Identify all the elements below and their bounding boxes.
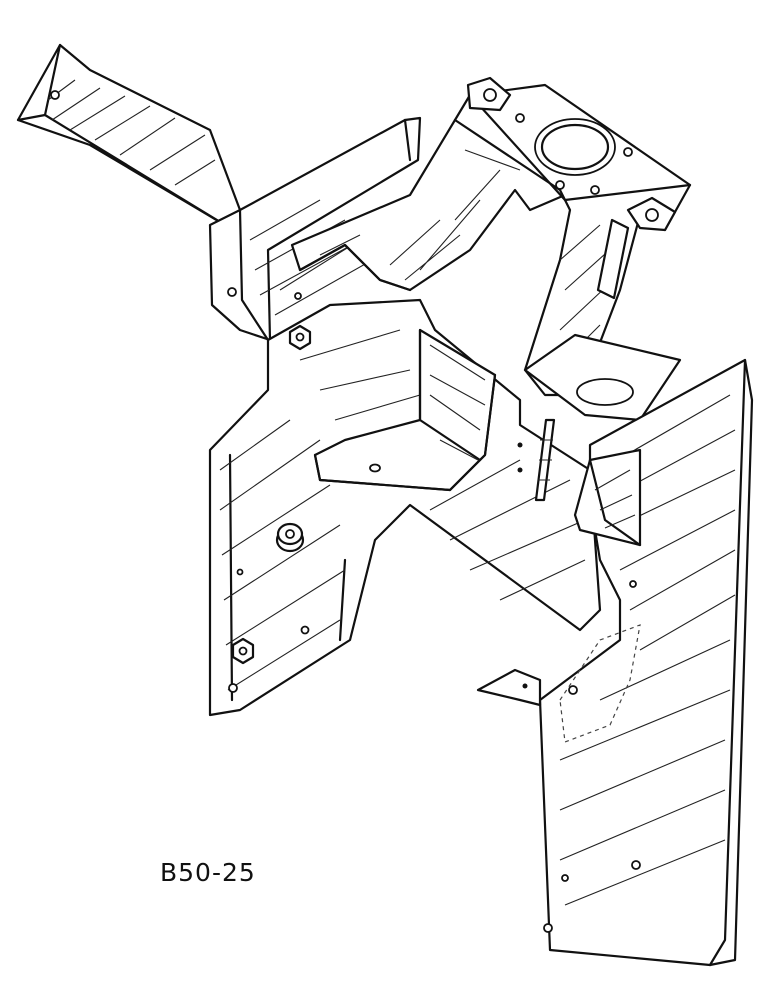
mounting-ear <box>466 76 512 112</box>
bottom-tab <box>476 668 542 707</box>
motor-mount-plate <box>453 83 692 397</box>
upper-left-bracket-arm <box>16 43 242 227</box>
triangular-gusset <box>573 448 642 547</box>
main-central-panel <box>208 298 602 717</box>
side-slot <box>596 218 630 300</box>
panel-bolt-hole <box>631 860 641 870</box>
panel-bolt-hole <box>568 685 578 695</box>
panel-bolt-hole <box>236 568 244 576</box>
panel-bolt-hole <box>228 683 238 693</box>
panel-bolt-hole <box>543 923 553 933</box>
panel-bolt-hole <box>294 292 302 300</box>
hex-nut <box>231 637 255 665</box>
panel-bolt-hole <box>561 874 569 882</box>
round-spacer-nut <box>275 522 305 553</box>
figure-reference-code: B50-25 <box>160 858 256 887</box>
panel-bolt-hole <box>227 287 237 297</box>
bottom-bore-hole <box>576 378 634 406</box>
arm-bolt-hole <box>50 90 60 100</box>
bottom-plate <box>523 333 682 422</box>
threaded-rod <box>534 418 556 502</box>
hex-nut <box>288 324 312 351</box>
panel-bolt-hole <box>629 580 637 588</box>
angle-bracket <box>313 328 497 492</box>
right-tall-panel <box>538 358 754 967</box>
motor-bore-hole <box>534 118 616 176</box>
panel-bolt-hole <box>300 625 310 635</box>
mounting-ear <box>626 196 677 232</box>
